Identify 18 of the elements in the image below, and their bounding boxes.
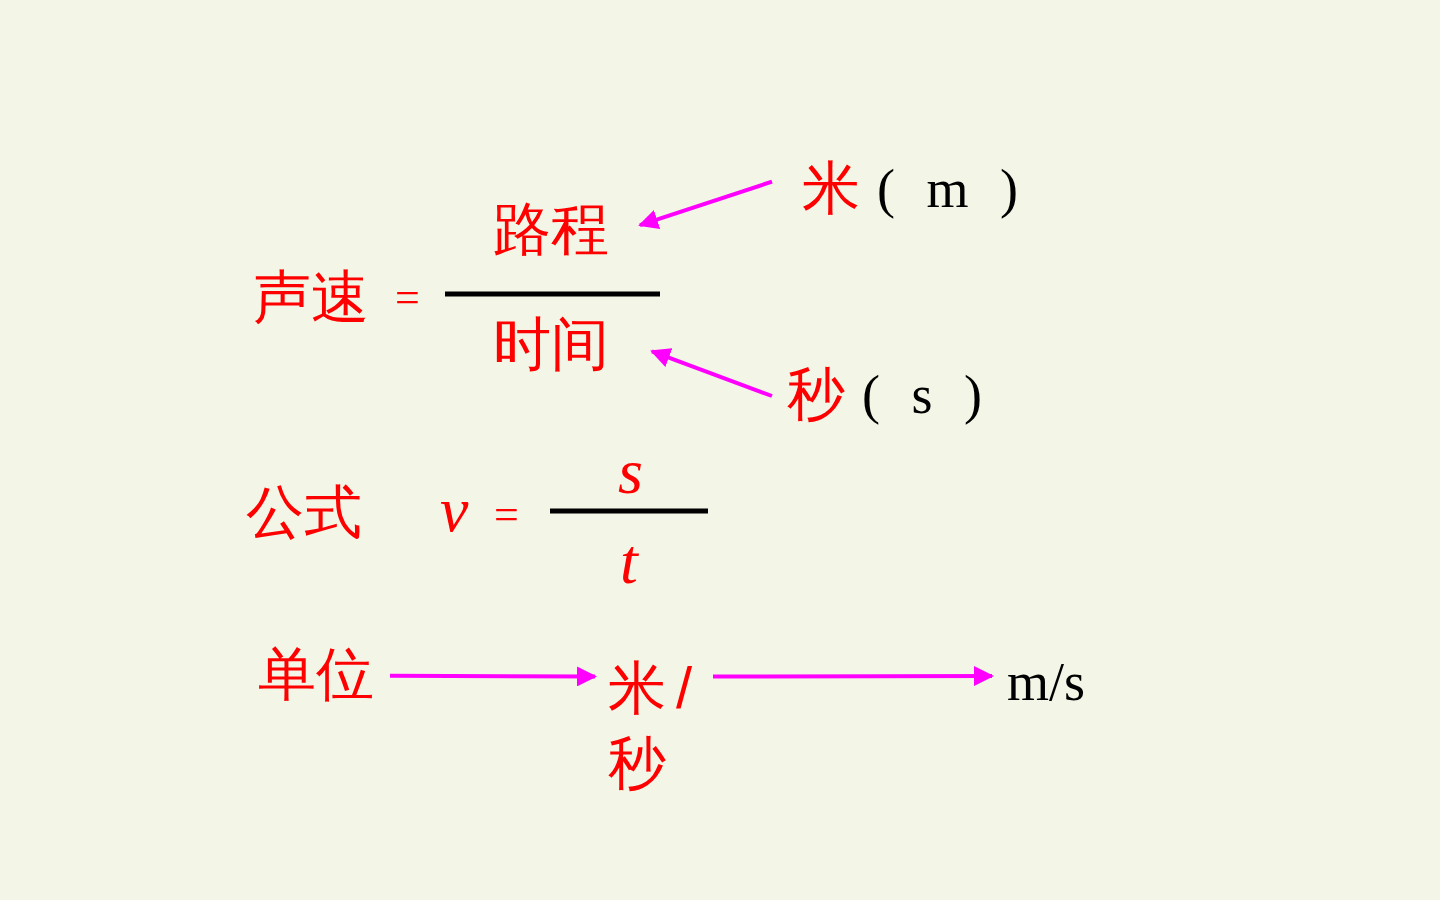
arrow	[638, 179, 773, 229]
unit-name: 秒	[787, 365, 845, 423]
arrow	[390, 666, 597, 687]
arrow	[713, 666, 994, 687]
variable-symbol: v	[440, 478, 469, 542]
term-text: 声速	[253, 268, 369, 326]
variable-symbol: t	[620, 530, 638, 594]
unit-text: 米/秒	[608, 654, 704, 798]
equals-sign: =	[494, 493, 519, 537]
variable-symbol: s	[618, 440, 643, 504]
term-text: 公式	[246, 483, 362, 541]
term-text: 时间	[493, 315, 609, 373]
term-text: 单位	[258, 645, 374, 703]
unit-symbol: m/s	[1007, 655, 1086, 709]
arrow	[650, 348, 773, 398]
equals-sign: =	[395, 276, 420, 320]
term-text: 路程	[493, 200, 609, 258]
unit-name: 米	[802, 159, 860, 217]
